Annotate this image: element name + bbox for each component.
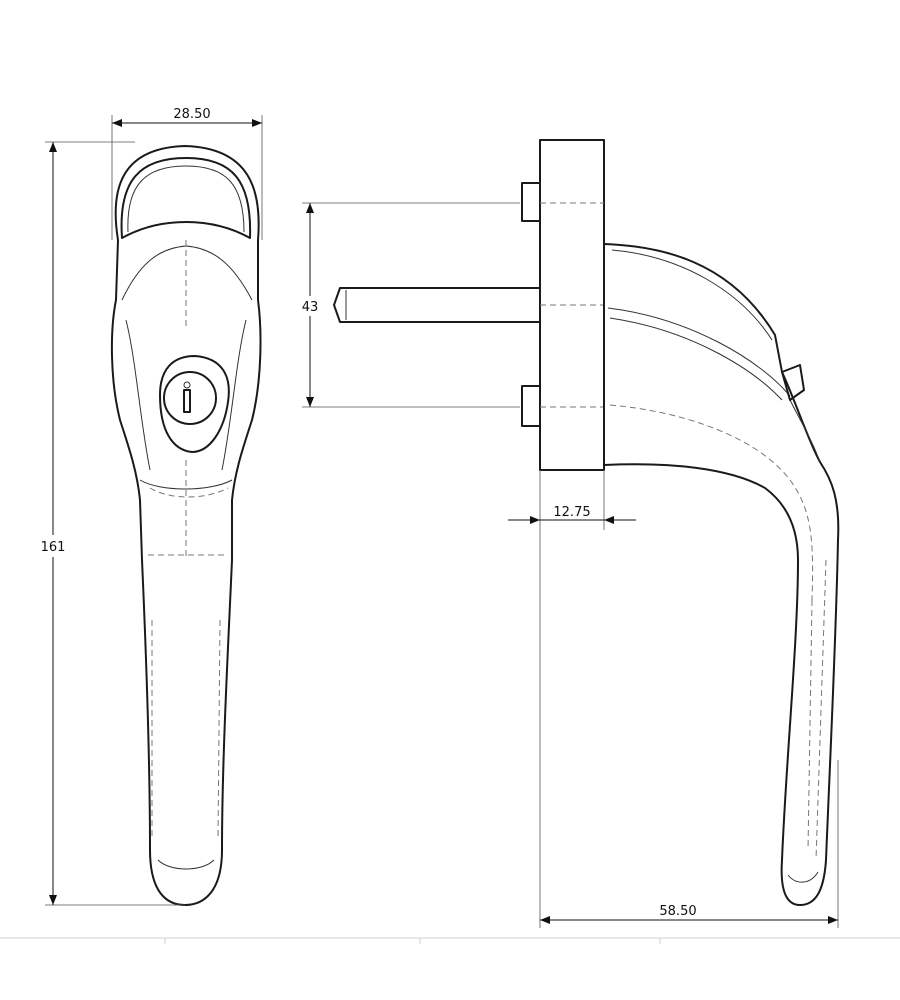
keyhole-icon — [183, 389, 191, 413]
dim-projection-depth: 58.50 — [539, 530, 839, 928]
key-cylinder-housing — [159, 355, 230, 453]
spindle — [333, 287, 541, 323]
rose-thickness-label: 12.75 — [553, 505, 590, 520]
total-height-label: 161 — [41, 540, 66, 555]
dim-spindle-spacing: 43 — [294, 202, 520, 408]
front-grip-inner — [127, 165, 245, 233]
front-body-contour — [121, 245, 253, 301]
button-tab — [781, 364, 805, 401]
dim-front-width: 28.50 — [111, 107, 263, 240]
front-view — [110, 145, 262, 906]
screw-boss-bottom — [521, 385, 541, 427]
spindle-spacing-label: 43 — [302, 300, 319, 315]
side-handle-outline — [603, 243, 840, 906]
dim-rose-thickness: 12.75 — [508, 470, 636, 530]
dim-total-height: 161 — [35, 141, 185, 906]
projection-depth-label: 58.50 — [659, 904, 696, 919]
front-grip-window — [120, 157, 252, 239]
screw-boss-top — [521, 182, 541, 222]
front-handle-outline — [110, 145, 262, 906]
side-view — [333, 139, 840, 906]
front-width-label: 28.50 — [173, 107, 210, 122]
key-cylinder — [163, 371, 217, 425]
